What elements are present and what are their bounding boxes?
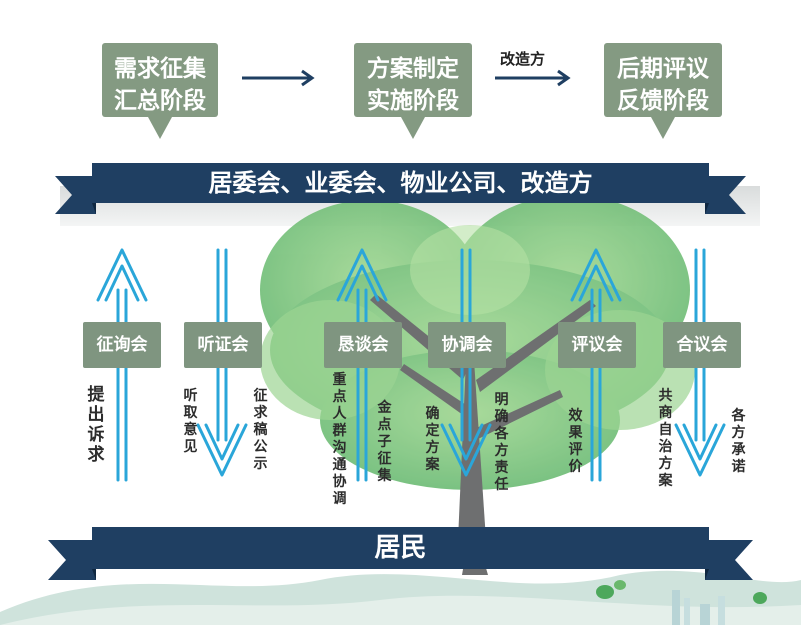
- stage-box-demand-line2: 汇总阶段: [114, 88, 206, 114]
- stage-box-demand-line1: 需求征集: [114, 56, 206, 82]
- stage-box-plan: 方案制定 实施阶段: [354, 43, 472, 139]
- stage-box-plan-line2: 实施阶段: [367, 88, 459, 114]
- node-xietiao: 协调会: [428, 322, 506, 368]
- note-zhongdian-renqun: 重点人群沟通协调: [332, 372, 347, 507]
- note-queding-fangan: 确定方案: [425, 406, 440, 473]
- node-heyi: 合议会: [663, 322, 741, 368]
- note-gefang-chengnuo: 各方承诺: [731, 408, 746, 475]
- node-tingzheng: 听证会: [184, 322, 262, 368]
- note-xiaoguo-pingjia: 效果评价: [568, 408, 583, 475]
- stage-arrow-1: [242, 69, 315, 87]
- stage-box-review-line1: 后期评议: [617, 56, 709, 82]
- bottom-banner: 居民: [374, 533, 427, 563]
- note-zhengqiu-gaogongshi: 征求稿公示: [253, 388, 268, 472]
- node-zhengxun: 征询会: [83, 322, 161, 368]
- stage-box-review-line2: 反馈阶段: [617, 88, 709, 114]
- note-mingque-zeren: 明确各方责任: [494, 392, 509, 493]
- note-jindianzi: 金点子征集: [377, 400, 392, 484]
- up-arrow-zhengxun: [96, 248, 148, 482]
- top-banner-ribbon: [55, 163, 746, 214]
- stage-box-plan-line1: 方案制定: [367, 56, 459, 82]
- bottom-banner-ribbon: [48, 527, 753, 580]
- up-arrow-kentan: [336, 248, 388, 482]
- node-pingyi: 评议会: [558, 322, 636, 368]
- landscape-hills: [0, 570, 801, 625]
- stage-arrow-2: [495, 69, 571, 87]
- stage-box-demand: 需求征集 汇总阶段: [102, 43, 218, 139]
- top-banner: 居委会、业委会、物业公司、改造方: [208, 169, 593, 197]
- node-kentan: 恳谈会: [324, 322, 402, 368]
- note-gongshang-zizhi: 共商自治方案: [658, 388, 673, 489]
- stage-box-review: 后期评议 反馈阶段: [604, 43, 722, 139]
- up-arrow-pingyi: [570, 248, 622, 482]
- note-tingqu-yijian: 听取意见: [183, 388, 198, 455]
- arrow-label-gaizaofang: 改造方: [500, 50, 546, 68]
- note-tichu-suqiu: 提出诉求: [87, 385, 105, 465]
